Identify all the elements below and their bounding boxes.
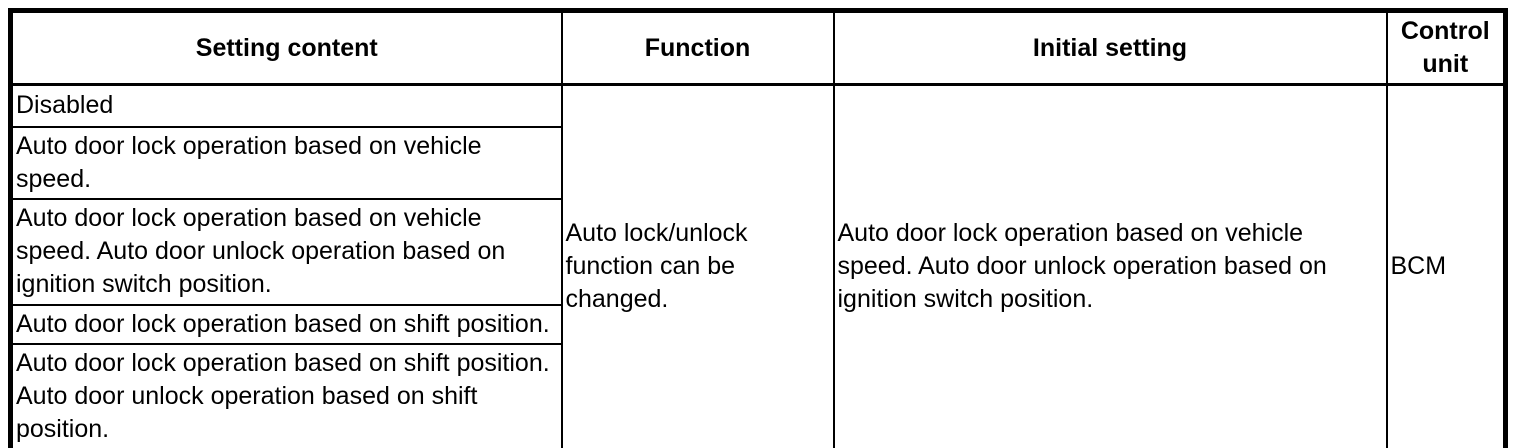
table-row: Auto door lock operation based on vehicl… bbox=[9, 125, 1506, 200]
setting-cell-shift-position-unlock: Auto door lock operation based on shift … bbox=[9, 342, 563, 448]
control-unit-cell: BCM bbox=[1385, 83, 1507, 448]
setting-cell-vehicle-speed: Auto door lock operation based on vehicl… bbox=[9, 125, 563, 200]
header-setting-content: Setting content bbox=[9, 9, 563, 86]
setting-cell-vehicle-speed-ignition: Auto door lock operation based on vehicl… bbox=[9, 197, 563, 306]
table-row: Disabled Auto lock/unlock function can b… bbox=[9, 83, 1507, 448]
header-initial-setting: Initial setting bbox=[832, 9, 1388, 86]
setting-cell-shift-position: Auto door lock operation based on shift … bbox=[9, 303, 563, 345]
table-row: Auto door lock operation based on shift … bbox=[9, 303, 1506, 345]
header-function: Function bbox=[560, 9, 835, 86]
initial-setting-cell: Auto door lock operation based on vehicl… bbox=[832, 83, 1388, 448]
table-header-row: Setting content Function Initial setting… bbox=[9, 9, 1507, 86]
function-cell: Auto lock/unlock function can be changed… bbox=[560, 83, 835, 448]
setting-cell-disabled: Disabled bbox=[9, 83, 563, 128]
header-control-unit: Control unit bbox=[1385, 9, 1507, 86]
table-row: Auto door lock operation based on vehicl… bbox=[9, 197, 1506, 306]
auto-lock-unlock-settings-table: Setting content Function Initial setting… bbox=[8, 8, 1508, 448]
table-row: Auto door lock operation based on shift … bbox=[9, 342, 1506, 448]
